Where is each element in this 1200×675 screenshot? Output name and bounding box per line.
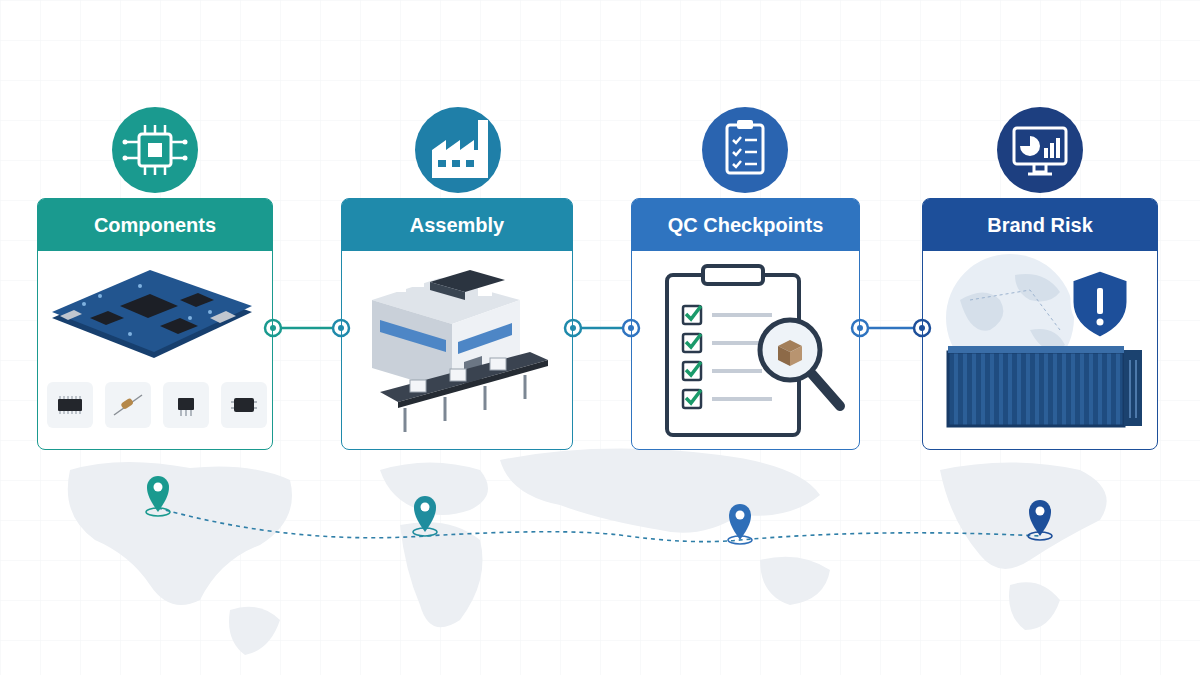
component-tiles <box>47 382 267 428</box>
checklist-clipboard <box>667 266 799 435</box>
connector <box>565 320 639 336</box>
card-title: Components <box>94 214 216 237</box>
world-map <box>68 449 1107 655</box>
route-line <box>158 508 1040 542</box>
factory-icon <box>415 107 501 193</box>
map-pins <box>146 476 1052 544</box>
stage-card: Assembly <box>341 198 573 450</box>
card-title: QC Checkpoints <box>668 214 824 237</box>
stage-card: Components <box>37 198 273 450</box>
stage-card: QC Checkpoints <box>631 198 860 450</box>
connector <box>265 320 349 336</box>
chip-icon <box>112 107 198 193</box>
card-header: Brand Risk <box>923 199 1157 251</box>
monitor-icon <box>997 107 1083 193</box>
card-header: Assembly <box>342 199 572 251</box>
stage-card: Brand Risk <box>922 198 1158 450</box>
magnifier <box>760 320 840 406</box>
warning-shield <box>1072 270 1128 338</box>
circuit-board <box>52 270 252 358</box>
clipboard-icon <box>702 107 788 193</box>
card-title: Brand Risk <box>987 214 1093 237</box>
card-header: QC Checkpoints <box>632 199 859 251</box>
card-header: Components <box>38 199 272 251</box>
card-grounds <box>37 198 1158 450</box>
shipping-container <box>948 346 1142 426</box>
card-title: Assembly <box>410 214 505 237</box>
connector <box>852 320 930 336</box>
conveyor-belt <box>380 352 548 432</box>
